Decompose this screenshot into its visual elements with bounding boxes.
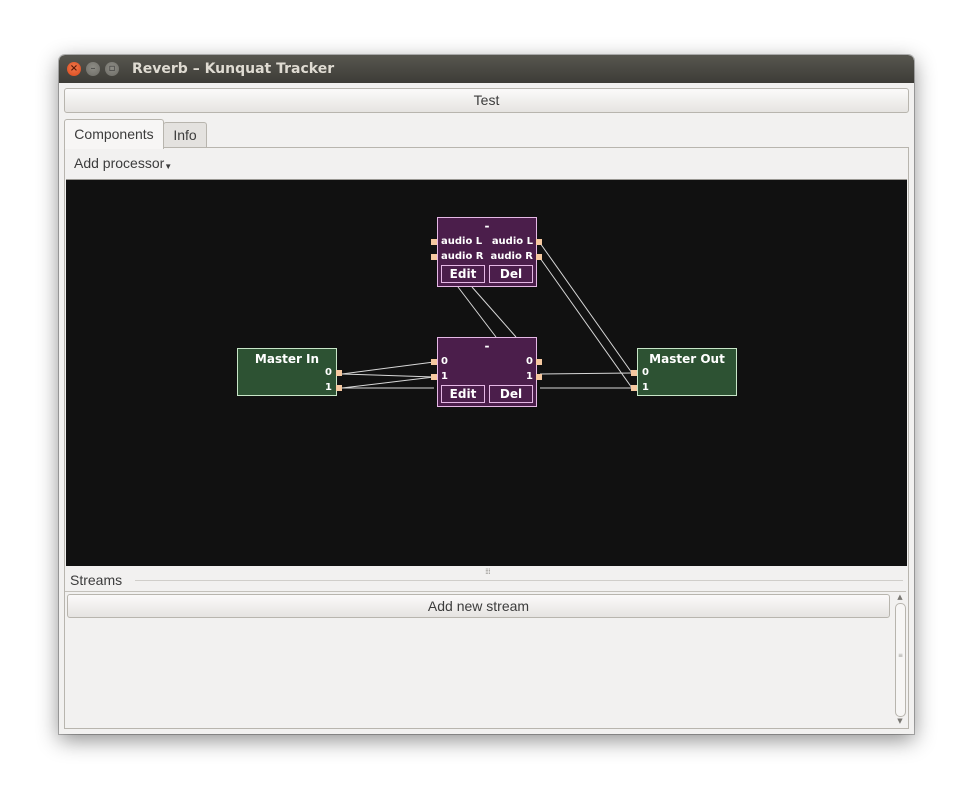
title-bar: × – ▫ Reverb – Kunquat Tracker	[59, 55, 914, 83]
app-window: × – ▫ Reverb – Kunquat Tracker Test Comp…	[59, 55, 914, 734]
wire-in1-mid1	[341, 376, 435, 389]
master-in-port-label-0: 0	[325, 367, 332, 378]
processor-mid-edit-button[interactable]: Edit	[441, 385, 485, 403]
processor-mid-out-label-1: 1	[526, 371, 533, 382]
processor-mid-in-port-1[interactable]	[431, 374, 437, 380]
streams-divider	[135, 580, 903, 581]
streams-list: Add new stream ▲ ≡ ▼	[65, 591, 906, 728]
master-out-port-1[interactable]	[631, 385, 637, 391]
wire-mid-top-a	[457, 286, 497, 338]
add-processor-label: Add processor	[74, 155, 165, 171]
test-button[interactable]: Test	[64, 88, 909, 113]
wire-topL-out0	[539, 242, 633, 374]
processor-top-title: -	[484, 219, 490, 233]
master-in-node[interactable]: Master In 0 1	[237, 348, 337, 396]
connection-wires	[341, 242, 633, 389]
wire-in0-mid0	[341, 361, 435, 375]
master-in-port-label-1: 1	[325, 382, 332, 393]
splitter-handle-icon[interactable]: ⁞⁞⁞	[485, 567, 491, 576]
processor-mid-node[interactable]: - 0 1 0 1 Edit Del	[437, 337, 537, 407]
dropdown-arrow-icon: ▼	[164, 162, 173, 171]
window-title: Reverb – Kunquat Tracker	[132, 61, 335, 77]
tab-components[interactable]: Components	[64, 119, 164, 149]
streams-section-label: Streams	[70, 572, 123, 588]
processor-top-del-button[interactable]: Del	[489, 265, 533, 283]
processor-top-edit-button[interactable]: Edit	[441, 265, 485, 283]
processor-top-out-label-r: audio R	[490, 251, 533, 262]
processor-top-in-label-r: audio R	[441, 251, 484, 262]
processor-top-in-port-l[interactable]	[431, 239, 437, 245]
processor-top-out-port-l[interactable]	[536, 239, 542, 245]
scroll-down-icon[interactable]: ▼	[897, 717, 903, 725]
streams-scrollbar[interactable]: ▲ ≡ ▼	[894, 592, 906, 728]
processor-mid-title: -	[484, 339, 490, 353]
processor-top-out-label-l: audio L	[491, 236, 533, 247]
master-out-node[interactable]: Master Out 0 1	[637, 348, 737, 396]
processor-top-in-port-r[interactable]	[431, 254, 437, 260]
scroll-thumb[interactable]: ≡	[895, 603, 906, 717]
wire-in0-mid1	[341, 373, 435, 378]
wire-mid0-out0	[539, 372, 633, 375]
add-new-stream-button[interactable]: Add new stream	[67, 594, 890, 618]
scroll-grip-icon: ≡	[898, 652, 904, 659]
maximize-window-button[interactable]: ▫	[105, 62, 119, 76]
tab-info[interactable]: Info	[163, 122, 207, 148]
components-pane: Add processor▼	[64, 147, 909, 729]
master-in-title: Master In	[254, 352, 320, 366]
wire-topR-out1	[539, 257, 633, 389]
processor-mid-out-port-0[interactable]	[536, 359, 542, 365]
master-out-title: Master Out	[649, 352, 725, 366]
processor-mid-out-label-0: 0	[526, 356, 533, 367]
processor-top-in-label-l: audio L	[441, 236, 483, 247]
processor-top-node[interactable]: - audio L audio R audio L audio R Edit D…	[437, 217, 537, 287]
wire-mid-top-b	[471, 286, 517, 338]
master-out-port-0[interactable]	[631, 370, 637, 376]
processor-mid-del-button[interactable]: Del	[489, 385, 533, 403]
processor-mid-out-port-1[interactable]	[536, 374, 542, 380]
master-in-port-0[interactable]	[336, 370, 342, 376]
master-in-port-1[interactable]	[336, 385, 342, 391]
master-out-port-label-0: 0	[642, 367, 649, 378]
add-processor-menu[interactable]: Add processor▼	[74, 155, 172, 171]
master-out-port-label-1: 1	[642, 382, 649, 393]
processor-mid-in-label-1: 1	[441, 371, 448, 382]
close-window-button[interactable]: ×	[67, 62, 81, 76]
minimize-window-button[interactable]: –	[86, 62, 100, 76]
processor-top-out-port-r[interactable]	[536, 254, 542, 260]
processor-mid-in-label-0: 0	[441, 356, 448, 367]
processor-mid-in-port-0[interactable]	[431, 359, 437, 365]
connections-canvas[interactable]: Master In 0 1 - audio L audio R audio L …	[66, 179, 907, 566]
scroll-up-icon[interactable]: ▲	[897, 593, 903, 601]
